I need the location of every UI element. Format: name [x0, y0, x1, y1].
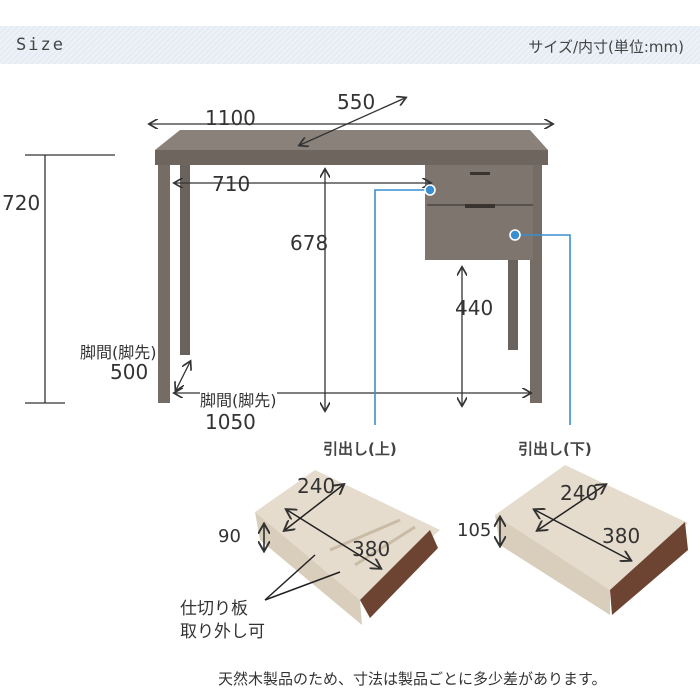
header-subtitle: サイズ/内寸(単位:mm): [528, 38, 684, 56]
lower-drawer-height: 105: [457, 520, 492, 541]
drawer-dimension-lines: [264, 485, 630, 601]
lower-drawer-depth: 240: [560, 481, 599, 505]
desk-width: 1100: [205, 106, 256, 130]
drawer-callouts: [374, 184, 571, 425]
upper-drawer-height: 90: [218, 526, 241, 547]
desk-height: 720: [2, 191, 41, 215]
upper-drawer-width: 380: [352, 537, 391, 561]
divider-note-line2: 取り外し可: [180, 622, 265, 642]
header-bar: Size サイズ/内寸(単位:mm): [0, 26, 700, 64]
leg-depth: 500: [110, 360, 149, 384]
leg-width: 1050: [205, 410, 256, 434]
inner-width: 710: [212, 172, 251, 196]
drawer-bottom-height: 440: [455, 296, 494, 320]
desk-depth: 550: [337, 90, 376, 114]
leg-depth-label: 脚間(脚先): [80, 343, 157, 362]
leg-width-label: 脚間(脚先): [200, 387, 277, 411]
upper-drawer-depth: 240: [297, 474, 336, 498]
upper-drawer-title: 引出し(上): [323, 440, 397, 458]
inner-height: 678: [290, 231, 329, 255]
lower-drawer-width: 380: [602, 524, 641, 548]
header-title: Size: [16, 35, 65, 55]
footer-note: 天然木製品のため、寸法は製品ごとに多少差があります。: [218, 670, 607, 688]
divider-note-line1: 仕切り板: [180, 599, 248, 619]
desk: [155, 130, 548, 403]
lower-drawer-title: 引出し(下): [518, 440, 592, 458]
